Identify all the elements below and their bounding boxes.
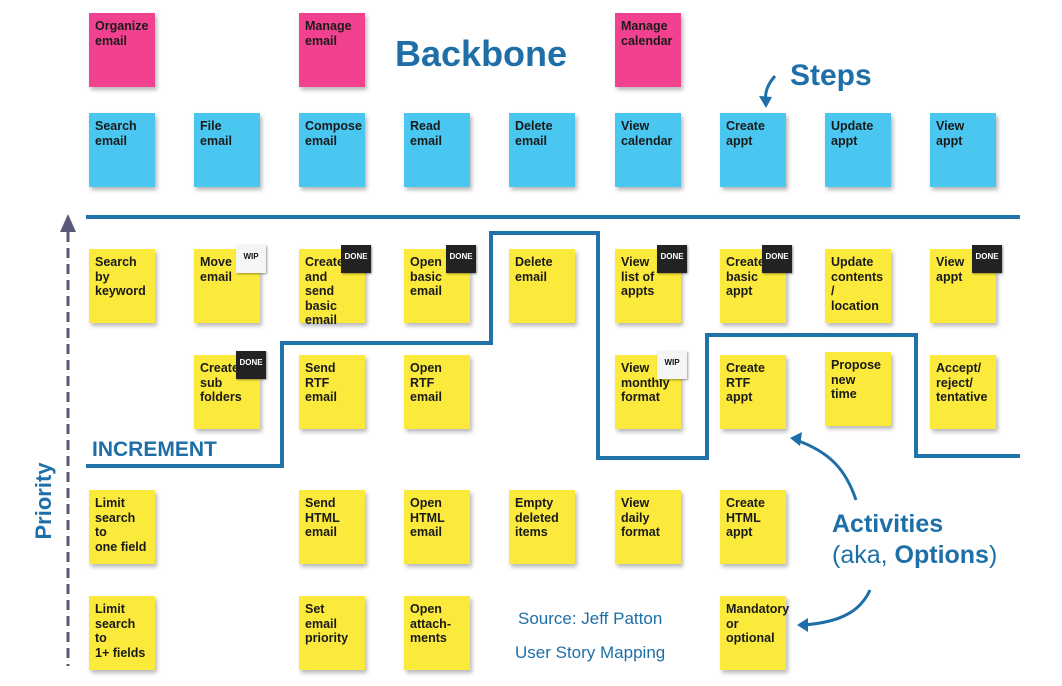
story-note: Open HTML email bbox=[404, 490, 470, 564]
story-note: Create RTF appt bbox=[720, 355, 786, 429]
activity-note-manage-email: Manage email bbox=[299, 13, 365, 87]
step-note: Read email bbox=[404, 113, 470, 187]
activity-note-manage-calendar: Manage calendar bbox=[615, 13, 681, 87]
done-tag: DONE bbox=[236, 351, 266, 379]
step-note: File email bbox=[194, 113, 260, 187]
done-tag: DONE bbox=[762, 245, 792, 273]
story-text: Open attach- ments bbox=[410, 602, 451, 645]
story-text: Create RTF appt bbox=[726, 361, 765, 404]
story-text: Delete email bbox=[515, 255, 553, 284]
story-note: Create HTML appt bbox=[720, 490, 786, 564]
wip-tag: WIP bbox=[657, 351, 687, 379]
done-tag: DONE bbox=[972, 245, 1002, 273]
step-note: Search email bbox=[89, 113, 155, 187]
story-note: Send HTML email bbox=[299, 490, 365, 564]
story-text: Create basic appt bbox=[726, 255, 765, 298]
story-text: Create sub folders bbox=[200, 361, 242, 404]
story-text: Propose new time bbox=[831, 358, 882, 401]
step-note: Delete email bbox=[509, 113, 575, 187]
story-text: Limit search to one field bbox=[95, 496, 147, 554]
done-tag: DONE bbox=[446, 245, 476, 273]
source-line-1: Source: Jeff Patton bbox=[518, 609, 663, 628]
aka-close-text: ) bbox=[988, 541, 998, 569]
story-note: View daily format bbox=[615, 490, 681, 564]
story-text: View monthly format bbox=[621, 361, 670, 404]
story-note: Send RTF email bbox=[299, 355, 365, 429]
activity-note-organize-email: Organize email bbox=[89, 13, 155, 87]
story-note: Set email priority bbox=[299, 596, 365, 670]
increment-label: INCREMENT bbox=[92, 438, 217, 461]
story-text: Send HTML email bbox=[305, 496, 340, 539]
activities-label: Activities bbox=[832, 510, 944, 538]
story-text: Mandatory or optional bbox=[726, 602, 790, 645]
story-note: Open attach- ments bbox=[404, 596, 470, 670]
story-note: Search by keyword bbox=[89, 249, 155, 323]
story-text: Create HTML appt bbox=[726, 496, 765, 539]
backbone-title: Backbone bbox=[395, 33, 568, 74]
activities-arrow-lower bbox=[803, 589, 872, 627]
story-text: Search by keyword bbox=[95, 255, 146, 298]
story-text: Open basic email bbox=[410, 255, 442, 298]
step-note: Create appt bbox=[720, 113, 786, 187]
step-note: Update appt bbox=[825, 113, 891, 187]
story-note: Accept/ reject/ tentative bbox=[930, 355, 996, 429]
wip-tag: WIP bbox=[236, 245, 266, 273]
story-text: Accept/ reject/ tentative bbox=[936, 361, 988, 404]
story-note: Propose new time bbox=[825, 352, 891, 426]
story-text: Limit search to 1+ fields bbox=[95, 602, 146, 660]
story-text: View appt bbox=[936, 255, 965, 284]
story-text: Update contents / location bbox=[831, 255, 884, 313]
story-text: Send RTF email bbox=[305, 361, 337, 404]
source-line-2: User Story Mapping bbox=[515, 643, 666, 662]
activities-aka-label: (aka, Options) bbox=[832, 541, 997, 570]
story-note: Mandatory or optional bbox=[720, 596, 790, 670]
step-note: Compose email bbox=[299, 113, 365, 187]
done-tag: DONE bbox=[341, 245, 371, 273]
story-text: Create and send basic email bbox=[305, 255, 344, 327]
priority-arrow-head bbox=[60, 214, 76, 232]
story-text: Move email bbox=[200, 255, 232, 284]
options-text: Options bbox=[894, 541, 989, 569]
steps-label: Steps bbox=[790, 59, 872, 92]
story-text: Set email priority bbox=[305, 602, 349, 645]
activities-arrow-upper bbox=[795, 438, 858, 501]
story-note: Delete email bbox=[509, 249, 575, 323]
priority-label: Priority bbox=[31, 462, 56, 540]
story-text: View list of appts bbox=[621, 255, 655, 298]
story-note: Limit search to 1+ fields bbox=[89, 596, 155, 670]
story-text: Open RTF email bbox=[410, 361, 442, 404]
step-note: View calendar bbox=[615, 113, 681, 187]
done-tag: DONE bbox=[657, 245, 687, 273]
step-note: View appt bbox=[930, 113, 996, 187]
story-note: Empty deleted items bbox=[509, 490, 575, 564]
story-text: View daily format bbox=[621, 496, 660, 539]
story-note: Update contents / location bbox=[825, 249, 891, 323]
story-text: Open HTML email bbox=[410, 496, 445, 539]
increment-line bbox=[86, 231, 1020, 468]
aka-text: (aka, bbox=[832, 541, 895, 569]
story-note: Limit search to one field bbox=[89, 490, 155, 564]
story-text: Empty deleted items bbox=[515, 496, 559, 539]
story-note: Open RTF email bbox=[404, 355, 470, 429]
